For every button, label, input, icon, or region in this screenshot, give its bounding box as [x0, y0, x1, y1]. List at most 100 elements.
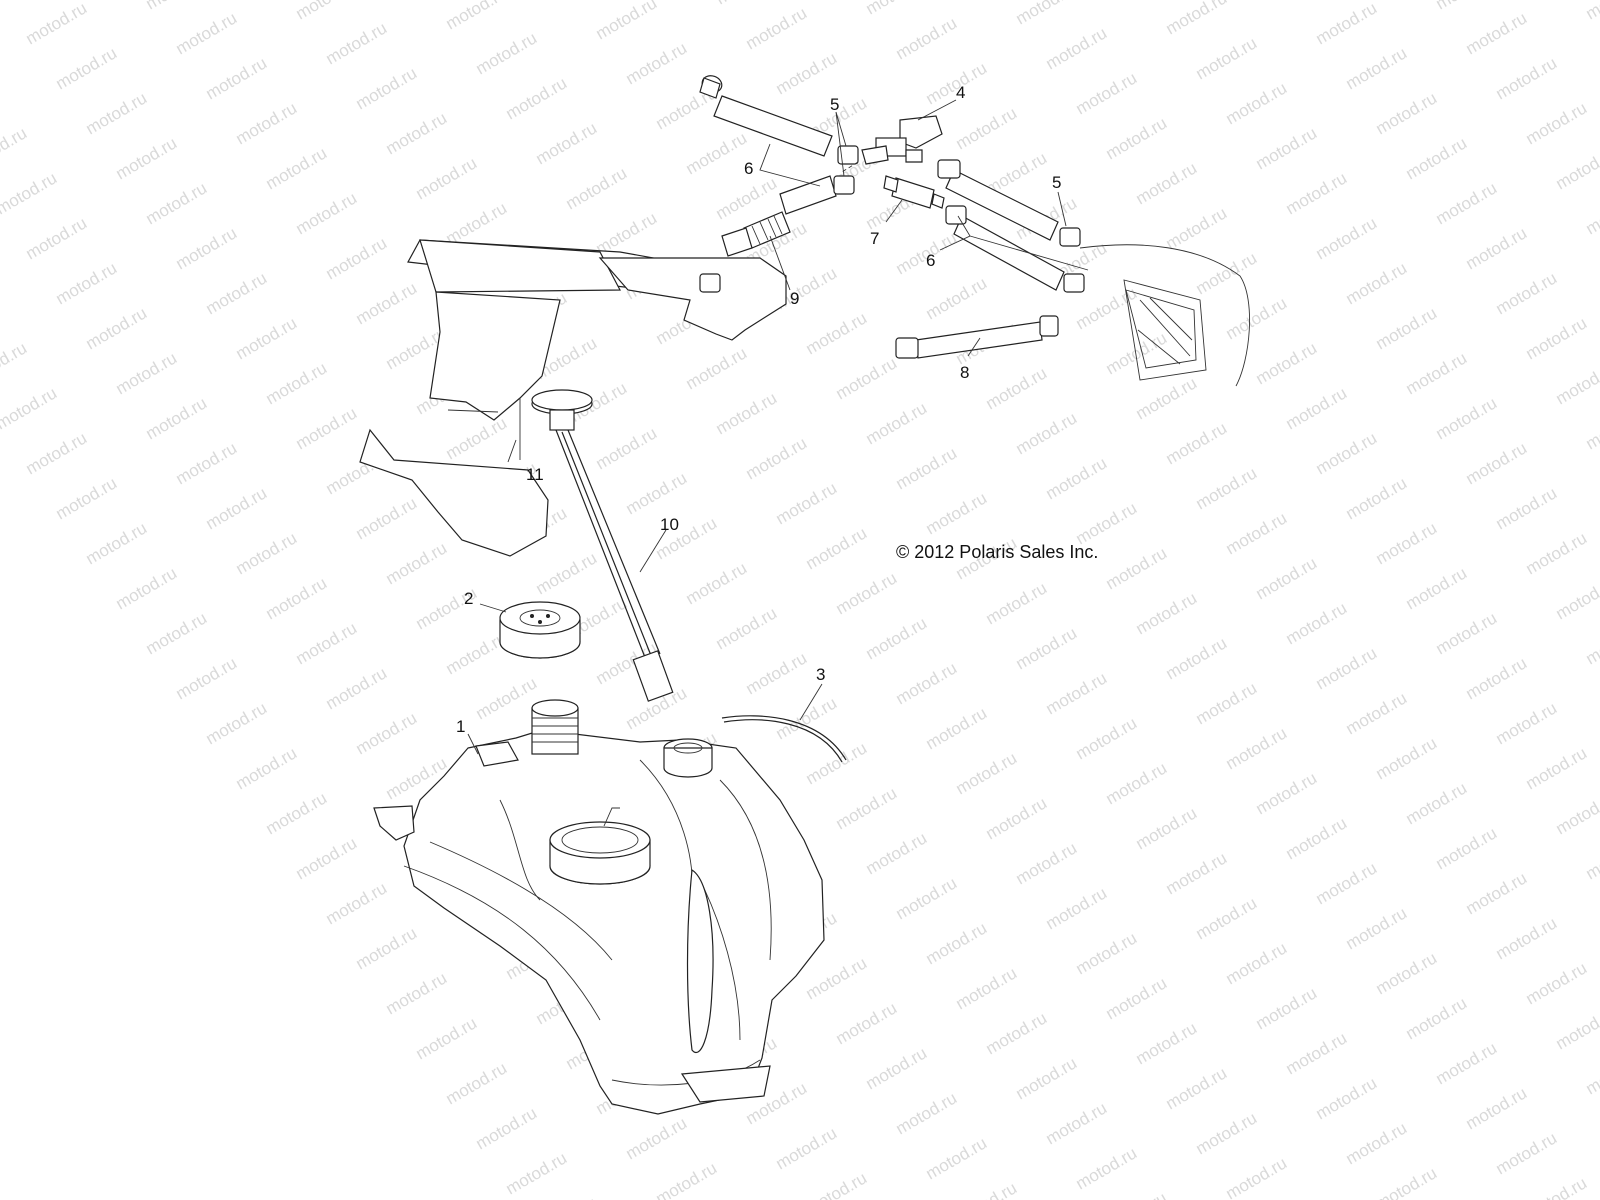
watermark-text: motod.ru — [203, 483, 271, 533]
watermark-text: motod.ru — [413, 1013, 481, 1063]
watermark-text: motod.ru — [1043, 883, 1111, 933]
watermark-text: motod.ru — [323, 18, 391, 68]
watermark-text: motod.ru — [1223, 293, 1291, 343]
watermark-text: motod.ru — [1253, 553, 1321, 603]
watermark-text: motod.ru — [83, 518, 151, 568]
watermark-text: motod.ru — [203, 698, 271, 748]
watermark-text: motod.ru — [923, 488, 991, 538]
watermark-text: motod.ru — [1043, 668, 1111, 718]
watermark-text: motod.ru — [833, 353, 901, 403]
watermark-text: motod.ru — [443, 0, 511, 33]
watermark-text: motod.ru — [1283, 598, 1351, 648]
watermark-text: motod.ru — [1433, 0, 1501, 13]
watermark-text: motod.ru — [1493, 483, 1561, 533]
callout-3: 3 — [816, 665, 825, 684]
leader-lines — [467, 99, 1089, 755]
watermark-text: motod.ru — [683, 558, 751, 608]
watermark-text: motod.ru — [1013, 0, 1081, 28]
watermark-text: motod.ru — [1313, 0, 1381, 48]
watermark-text: motod.ru — [1313, 643, 1381, 693]
callout-labels: 1 2 3 4 5 5 6 6 7 8 9 10 11 — [456, 83, 1061, 736]
watermark-text: motod.ru — [1373, 88, 1441, 138]
watermark-text: motod.ru — [473, 673, 541, 723]
watermark-text: motod.ru — [1583, 0, 1600, 23]
watermark-text: motod.ru — [983, 1008, 1051, 1058]
watermark-text: motod.ru — [1193, 1108, 1261, 1158]
watermark-text: motod.ru — [1103, 973, 1171, 1023]
watermark-text: motod.ru — [1403, 133, 1471, 183]
watermark-text: motod.ru — [1433, 178, 1501, 228]
watermark-text: motod.ru — [1553, 573, 1600, 623]
watermark-text: motod.ru — [1523, 958, 1591, 1008]
watermark-text: motod.ru — [1253, 123, 1321, 173]
watermark-text: motod.ru — [1223, 938, 1291, 988]
watermark-text: motod.ru — [1403, 778, 1471, 828]
callout-5-right: 5 — [1052, 173, 1061, 192]
watermark-text: motod.ru — [1103, 113, 1171, 163]
watermark-text: motod.ru — [773, 48, 841, 98]
watermark-text: motod.ru — [1223, 1153, 1291, 1200]
watermark-text: motod.ru — [1433, 823, 1501, 873]
watermark-text: motod.ru — [683, 343, 751, 393]
watermark-text: motod.ru — [443, 1058, 511, 1108]
watermark-text: motod.ru — [443, 198, 511, 248]
part-11-pad — [359, 239, 787, 557]
watermark-text: motod.ru — [533, 548, 601, 598]
watermark-text: motod.ru — [1403, 348, 1471, 398]
watermark-text: motod.ru — [233, 98, 301, 148]
watermark-text: motod.ru — [833, 998, 901, 1048]
watermark-text: motod.ru — [1133, 1018, 1201, 1068]
part-10-fuel-sender — [531, 389, 674, 702]
watermark-text: motod.ru — [233, 313, 301, 363]
watermark-text: motod.ru — [113, 133, 181, 183]
watermark-text: motod.ru — [23, 213, 91, 263]
watermark-text: motod.ru — [893, 873, 961, 923]
watermark-text: motod.ru — [1163, 418, 1231, 468]
watermark-text: motod.ru — [953, 963, 1021, 1013]
watermark-text: motod.ru — [1373, 518, 1441, 568]
watermark-text: motod.ru — [1583, 188, 1600, 238]
watermark-text: motod.ru — [503, 1148, 571, 1198]
part-2-fuel-cap — [499, 601, 581, 659]
watermark-text: motod.ru — [803, 1168, 871, 1200]
watermark-text: motod.ru — [1463, 868, 1531, 918]
canister-bracket — [1079, 244, 1250, 387]
watermark-text: motod.ru — [473, 1103, 541, 1153]
watermark-text: motod.ru — [1103, 1188, 1171, 1200]
watermark-text: motod.ru — [233, 528, 301, 578]
watermark-text: motod.ru — [623, 468, 691, 518]
watermark-text: motod.ru — [1463, 1083, 1531, 1133]
watermark-text: motod.ru — [1313, 428, 1381, 478]
watermark-text: motod.ru — [803, 738, 871, 788]
watermark-text: motod.ru — [1523, 743, 1591, 793]
part-1-fuel-tank — [373, 699, 825, 1115]
watermark-text: motod.ru — [713, 0, 781, 8]
watermark-text: motod.ru — [833, 783, 901, 833]
watermark-text: motod.ru — [1343, 688, 1411, 738]
watermark-text: motod.ru — [593, 423, 661, 473]
watermark-text: motod.ru — [1193, 678, 1261, 728]
watermark-text: motod.ru — [1133, 373, 1201, 423]
watermark-text: motod.ru — [23, 428, 91, 478]
watermark-text: motod.ru — [1073, 928, 1141, 978]
watermark-text: motod.ru — [1253, 983, 1321, 1033]
watermark-text: motod.ru — [1103, 543, 1171, 593]
watermark-text: motod.ru — [863, 1043, 931, 1093]
callout-10: 10 — [660, 515, 679, 534]
watermark-text: motod.ru — [713, 388, 781, 438]
watermark-text: motod.ru — [1433, 608, 1501, 658]
watermark-text: motod.ru — [983, 363, 1051, 413]
watermark-text: motod.ru — [353, 493, 421, 543]
callout-1: 1 — [456, 717, 465, 736]
callout-6-right: 6 — [926, 251, 935, 270]
watermark-text: motod.ru — [803, 308, 871, 358]
watermark-text: motod.ru — [383, 968, 451, 1018]
callout-8: 8 — [960, 363, 969, 382]
watermark-text: motod.ru — [893, 13, 961, 63]
watermark-text: motod.ru — [0, 168, 60, 218]
watermark-text: motod.ru — [893, 443, 961, 493]
watermark-text: motod.ru — [1163, 203, 1231, 253]
watermark-text: motod.ru — [1163, 633, 1231, 683]
watermark-text: motod.ru — [1463, 438, 1531, 488]
